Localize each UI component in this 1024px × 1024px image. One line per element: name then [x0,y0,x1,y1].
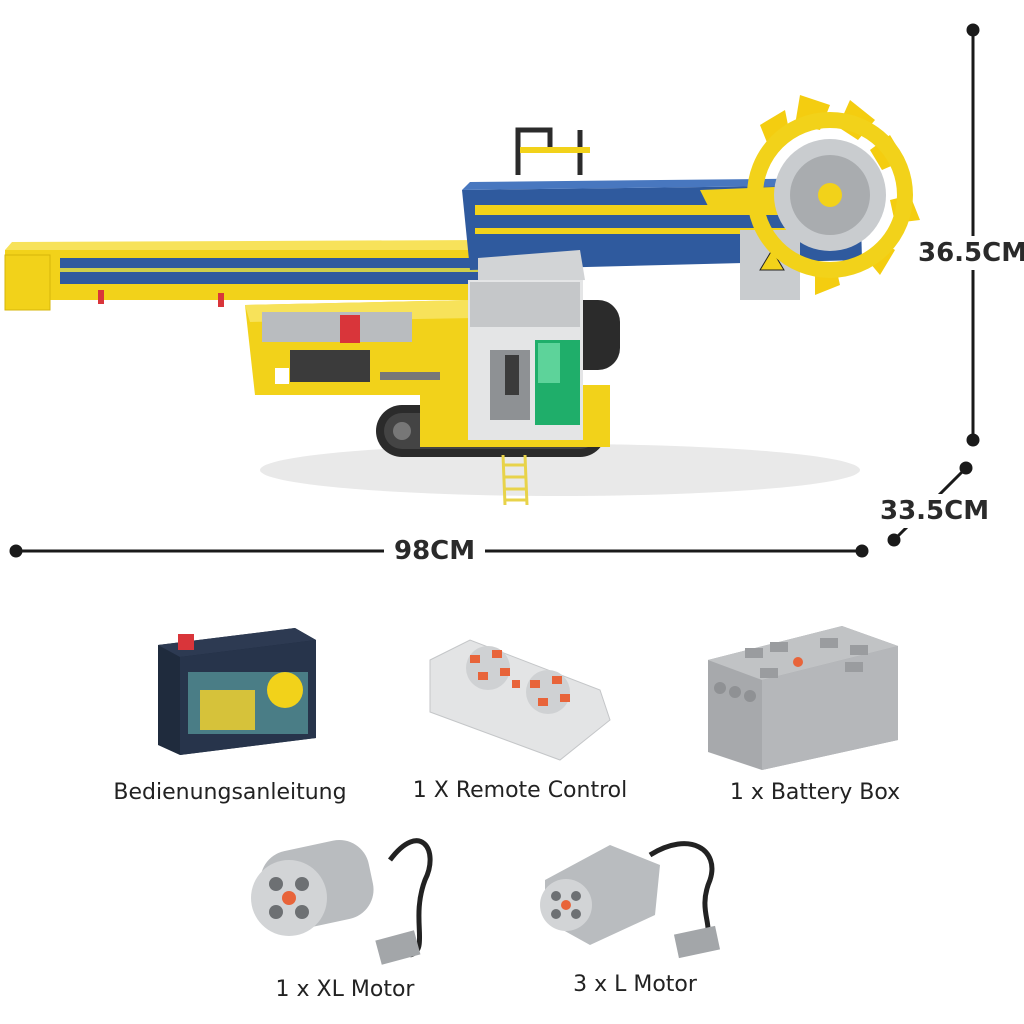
height-label: 36.5CM [918,236,1024,270]
operator-cab [468,250,585,440]
xl-motor-icon [251,838,433,965]
product-box-icon [158,628,316,755]
length-label: 98CM [384,536,486,566]
caption-xl-motor: 1 x XL Motor [275,977,415,1002]
caption-l-motor: 3 x L Motor [573,972,697,997]
battery-box-icon [708,626,898,770]
top-mast [515,127,590,175]
bucket-wheel [747,95,920,295]
l-motor-icon [540,841,721,959]
discharge-conveyor [4,240,490,311]
ladder [501,454,529,506]
caption-manual: Bedienungsanleitung [113,780,347,805]
depth-label: 33.5CM [880,494,990,528]
caption-battery-box: 1 x Battery Box [729,780,901,805]
remote-control-icon [429,639,611,761]
caption-remote-control: 1 X Remote Control [412,778,628,803]
